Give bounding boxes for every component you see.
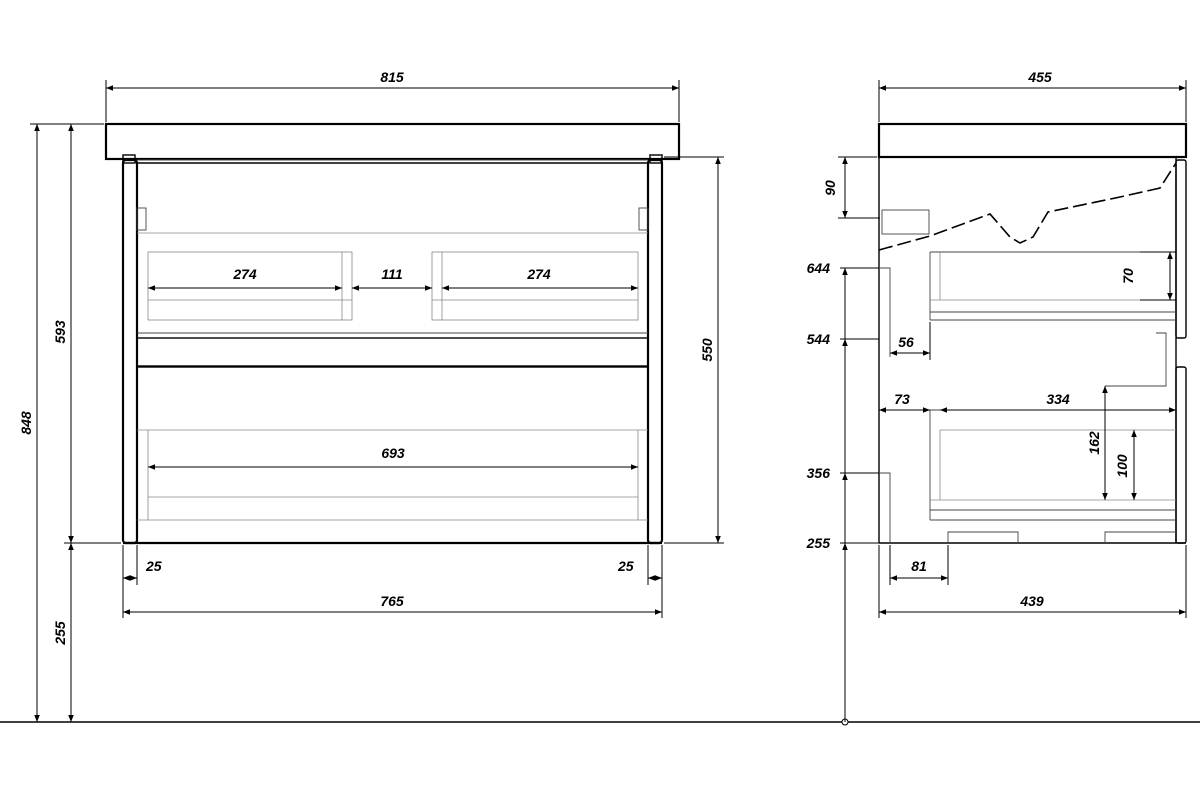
dim-body-depth: 439 — [1019, 593, 1044, 609]
dim-side-offset-left: 25 — [145, 558, 162, 574]
dim-lower-drawer-depth: 334 — [1046, 391, 1070, 407]
siphon — [881, 209, 930, 235]
dim-base-offset: 81 — [911, 558, 927, 574]
dim-offset-73: 73 — [894, 391, 910, 407]
cabinet-side-right — [646, 158, 664, 545]
front-view — [104, 122, 681, 545]
front-dimensions: 815 274 111 274 693 25 25 765 848 593 — [18, 69, 724, 722]
dim-drawer-left: 274 — [232, 266, 257, 282]
dim-overall-width: 815 — [380, 69, 404, 85]
dim-offset-56: 56 — [898, 334, 914, 350]
side-view — [877, 122, 1188, 544]
dim-side-offset-right: 25 — [617, 558, 634, 574]
basin-profile — [878, 162, 1177, 251]
side-front-panel-lower — [1175, 366, 1187, 544]
countertop-front — [104, 122, 681, 161]
upper-drawer-right — [431, 251, 639, 321]
dim-body-width: 765 — [380, 593, 404, 609]
dim-total-height: 848 — [18, 411, 34, 435]
drawer-separator-rail — [136, 337, 649, 367]
dim-drawer-right: 274 — [526, 266, 551, 282]
upper-drawer-left — [147, 251, 353, 321]
level-255: 255 — [806, 535, 831, 551]
hinge-left — [136, 207, 147, 231]
cabinet-side-left — [121, 158, 139, 545]
level-356: 356 — [807, 465, 831, 481]
dim-overall-depth: 455 — [1027, 69, 1052, 85]
dim-floor-clearance: 255 — [52, 621, 68, 646]
hinge-right — [638, 207, 649, 231]
level-644: 644 — [807, 260, 831, 276]
level-544: 544 — [807, 331, 831, 347]
dim-lower-drawer-outer-height: 162 — [1086, 431, 1102, 455]
side-front-panel-upper — [1175, 159, 1187, 339]
countertop-side — [877, 122, 1188, 159]
dim-body-height: 593 — [52, 320, 68, 344]
side-dimensions: 455 90 644 544 356 255 70 56 73 334 — [806, 69, 1187, 722]
dim-upper-drawer-height: 70 — [1120, 268, 1136, 284]
dim-front-height: 550 — [699, 338, 715, 362]
dim-drawer-gap: 111 — [381, 266, 402, 282]
dim-lower-drawer-width: 693 — [381, 445, 405, 461]
dim-top-cutout: 90 — [822, 180, 838, 196]
dim-lower-drawer-inner-height: 100 — [1114, 454, 1130, 478]
